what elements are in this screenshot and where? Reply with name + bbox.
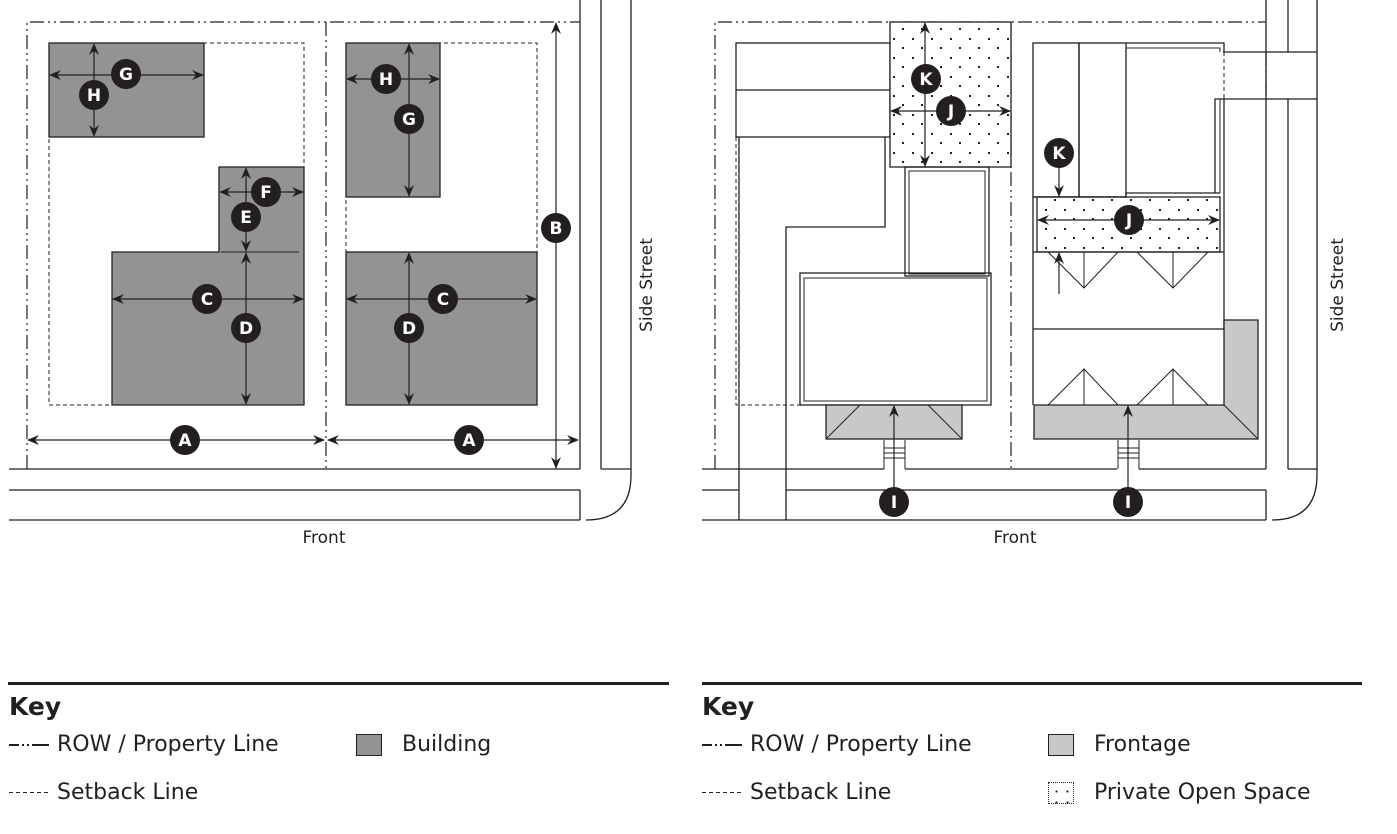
right-streets — [702, 0, 1318, 521]
right-diagram: K J K J I I Front Side Street — [702, 0, 1348, 548]
label-d-left: D — [231, 313, 261, 343]
svg-text:C: C — [437, 290, 449, 310]
label-f: F — [251, 177, 281, 207]
svg-text:J: J — [1125, 211, 1132, 231]
open-space-swatch-icon — [1048, 781, 1074, 804]
svg-text:I: I — [891, 493, 897, 513]
private-open-space-1 — [889, 21, 1012, 168]
right-lot-setback — [345, 42, 538, 406]
connector-inner — [908, 170, 986, 275]
svg-text:I: I — [1125, 493, 1131, 513]
key-label: Private Open Space — [1094, 780, 1311, 805]
label-j-top: J — [936, 96, 966, 126]
left-streets — [9, 0, 632, 521]
frontage-wrap-2 — [1033, 319, 1259, 440]
building-swatch-icon — [356, 733, 382, 756]
label-i-1: I — [879, 487, 909, 517]
key-divider — [8, 682, 669, 685]
setback-line-icon — [9, 792, 49, 793]
svg-text:G: G — [402, 110, 416, 130]
label-k-rear: K — [1044, 138, 1074, 168]
key-item-building: Building — [356, 732, 491, 757]
svg-text:E: E — [240, 208, 252, 228]
svg-text:H: H — [379, 70, 393, 90]
side-street-label: Side Street — [1328, 238, 1348, 332]
front-street-label: Front — [303, 528, 346, 548]
key-item-setback-line: Setback Line — [702, 780, 891, 805]
label-i-2: I — [1113, 487, 1143, 517]
building-2-wing-a — [1032, 42, 1080, 198]
label-g-left: G — [111, 59, 141, 89]
label-c-left: C — [192, 284, 222, 314]
label-e: E — [231, 202, 261, 232]
label-d-right: D — [394, 313, 424, 343]
alley-right-edge — [785, 137, 886, 520]
building-2-top-outer — [1126, 42, 1225, 52]
label-c-right: C — [428, 284, 458, 314]
key-item-row-line: ROW / Property Line — [9, 732, 279, 757]
svg-text:B: B — [550, 219, 563, 239]
svg-text:G: G — [119, 65, 133, 85]
svg-text:C: C — [201, 290, 213, 310]
left-lot-property-line — [26, 21, 580, 469]
svg-text:K: K — [919, 70, 933, 90]
house-1-outer — [799, 272, 992, 406]
key-label: Setback Line — [750, 780, 892, 805]
frontage-corner-miter — [1223, 404, 1258, 439]
building-2-top-inner — [1126, 47, 1221, 52]
svg-text:A: A — [178, 431, 192, 451]
svg-text:F: F — [260, 183, 272, 203]
street-corner-curve — [585, 0, 632, 521]
left-lot-setback — [735, 137, 800, 406]
key-label: ROW / Property Line — [750, 732, 972, 757]
key-label: Setback Line — [57, 780, 199, 805]
key-label: Frontage — [1094, 732, 1191, 757]
house-1-inner — [803, 277, 988, 402]
row-line-icon — [702, 743, 742, 746]
connector-outer — [904, 166, 990, 277]
key-item-private-open-space: Private Open Space — [1048, 780, 1311, 805]
label-k-top: K — [911, 64, 941, 94]
svg-text:H: H — [87, 86, 101, 106]
key-label: Building — [402, 732, 492, 757]
front-street-label: Front — [994, 528, 1037, 548]
row-line-icon — [9, 743, 49, 746]
key-title: Key — [702, 692, 755, 721]
building-main-2 — [345, 251, 538, 406]
building-accessory-1 — [48, 42, 205, 138]
label-g-right: G — [394, 104, 424, 134]
svg-text:K: K — [1052, 144, 1066, 164]
svg-text:J: J — [947, 102, 954, 122]
key-label: ROW / Property Line — [57, 732, 279, 757]
open-space-top-edge — [1033, 192, 1220, 198]
building-2-wing-b — [1078, 42, 1127, 198]
left-lot-property-line — [714, 21, 1266, 469]
svg-text:D: D — [239, 319, 253, 339]
label-h-left: H — [79, 80, 109, 110]
svg-text:A: A — [462, 431, 476, 451]
label-a-left: A — [170, 425, 200, 455]
left-diagram: A A B C D E F G H C D G H Front Side Str… — [9, 0, 657, 548]
label-a-right: A — [454, 425, 484, 455]
frontage-swatch-icon — [1048, 733, 1074, 756]
svg-text:D: D — [402, 319, 416, 339]
setback-line-icon — [702, 792, 742, 793]
label-b: B — [541, 213, 571, 243]
label-j-rear: J — [1114, 205, 1144, 235]
roof-gables-front — [1047, 368, 1209, 406]
label-h-right: H — [371, 64, 401, 94]
key-divider — [702, 682, 1362, 685]
street-corner-curve — [1271, 0, 1318, 521]
key-title: Key — [9, 692, 62, 721]
key-item-row-line: ROW / Property Line — [702, 732, 972, 757]
side-street-label: Side Street — [637, 238, 657, 332]
key-item-setback-line: Setback Line — [9, 780, 198, 805]
roof-gables-rear — [1047, 251, 1209, 289]
key-item-frontage: Frontage — [1048, 732, 1191, 757]
